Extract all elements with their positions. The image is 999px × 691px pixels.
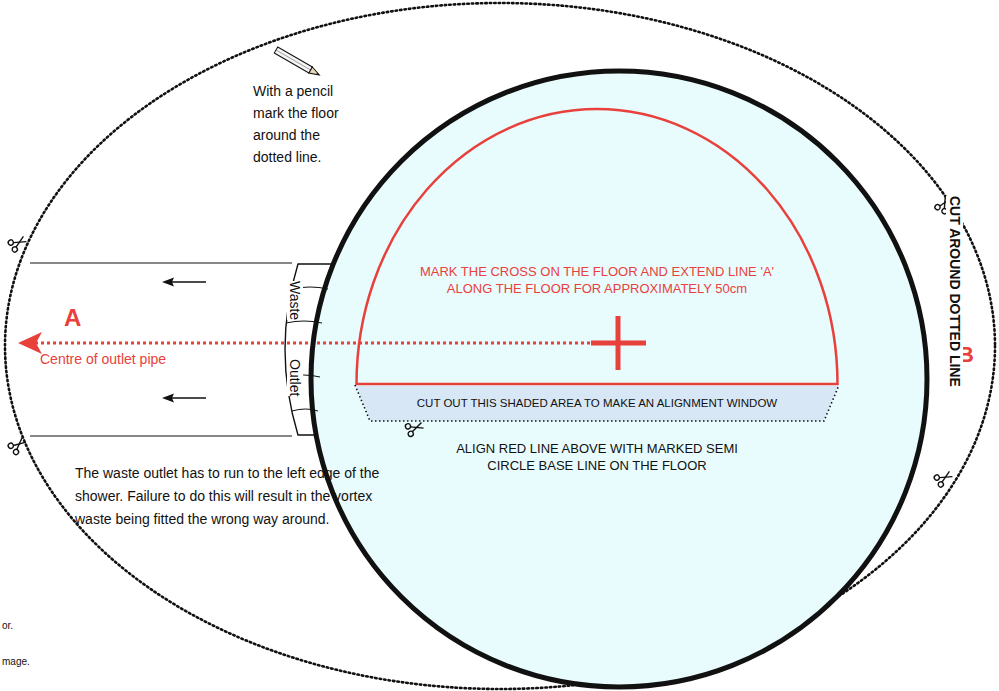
- warning-note: The waste outlet has to run to the left …: [75, 462, 395, 531]
- pipe-edge: [30, 262, 292, 263]
- centre-cross: [591, 316, 646, 370]
- alignment-semicircle: MARK THE CROSS ON THE FLOOR AND EXTEND L…: [355, 107, 839, 385]
- scissors: [933, 468, 954, 488]
- instruction-note: With a pencil mark the floor around the …: [253, 80, 361, 168]
- tray-fill: [311, 71, 927, 687]
- scissors: [7, 435, 28, 456]
- cropped-text: mage.: [2, 656, 30, 668]
- window-fill: [356, 386, 838, 421]
- point-label: A: [64, 304, 81, 332]
- window-text: CUT OUT THIS SHADED AREA TO MAKE AN ALIG…: [375, 396, 819, 410]
- shower-tray-outline: [309, 69, 929, 689]
- outlet-text: Waste: [287, 281, 303, 320]
- pencil: [274, 47, 321, 78]
- shower-tray: ALIGN RED LINE ABOVE WITH MARKED SEMI CI…: [309, 69, 929, 689]
- alignment-window: CUT OUT THIS SHADED AREA TO MAKE AN ALIG…: [355, 385, 839, 422]
- waste-outlet-outline: [270, 263, 352, 437]
- instruction-text: MARK THE CROSS ON THE FLOOR AND EXTEND L…: [407, 263, 787, 297]
- outlet-text: Outlet: [287, 359, 303, 396]
- cropped-text: or.: [2, 620, 13, 632]
- scissors: [7, 233, 28, 253]
- cut-instruction: CUT AROUND DOTTED LINE: [946, 196, 963, 387]
- instruction-text: ALIGN RED LINE ABOVE WITH MARKED SEMI CI…: [437, 440, 757, 474]
- waste-outlet: WasteOutlet: [270, 263, 352, 437]
- point-caption: Centre of outlet pipe: [40, 351, 166, 368]
- arrow-head: [18, 332, 42, 354]
- flow-arrows: [162, 278, 206, 403]
- pipe-edge: [30, 435, 292, 436]
- alignment-semicircle-outline: [355, 107, 839, 385]
- cut-line: [5, 3, 995, 689]
